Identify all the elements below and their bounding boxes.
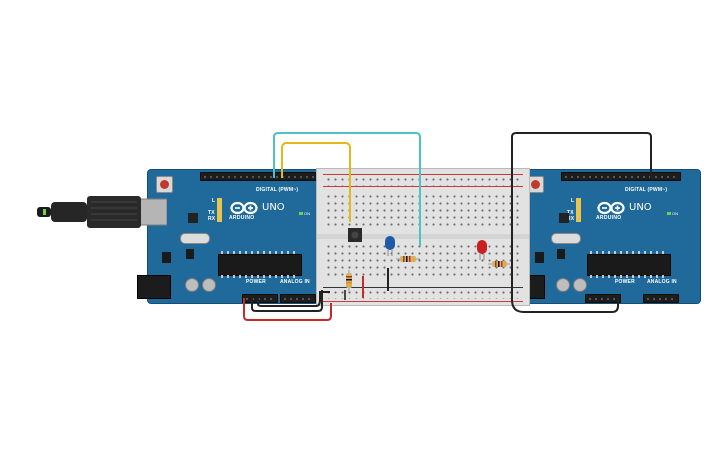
uno-logo-text: UNO bbox=[629, 202, 652, 213]
ic-small bbox=[557, 249, 565, 259]
tx-label: TX bbox=[208, 210, 215, 216]
usb-cable-icon bbox=[37, 196, 168, 228]
microcontroller-chip bbox=[218, 251, 302, 278]
voltage-regulator bbox=[535, 252, 544, 263]
l-led-label: L bbox=[212, 198, 216, 204]
infinity-icon bbox=[597, 201, 625, 215]
infinity-icon bbox=[230, 201, 258, 215]
terminal-strip-bottom[interactable] bbox=[325, 243, 519, 279]
power-rail-top[interactable] bbox=[325, 176, 519, 186]
microcontroller-chip bbox=[587, 251, 671, 278]
arduino-brand-text: ARDUINO bbox=[596, 215, 622, 221]
digital-header bbox=[200, 172, 320, 181]
power-rail-bottom[interactable] bbox=[325, 289, 519, 299]
rx-label: RX bbox=[208, 216, 216, 222]
arduino-board-left[interactable]: DIGITAL (PWM~) L TX RX UNO ARDUINO ON PO… bbox=[147, 169, 330, 304]
analog-header-label: ANALOG IN bbox=[280, 279, 310, 285]
capacitor bbox=[556, 278, 570, 292]
power-header bbox=[585, 294, 621, 303]
arduino-logo bbox=[230, 201, 258, 215]
digital-header-label: DIGITAL (PWM~) bbox=[256, 187, 299, 193]
capacitor bbox=[573, 278, 587, 292]
ic-small bbox=[186, 249, 194, 259]
power-jack[interactable] bbox=[137, 275, 171, 299]
power-header-label: POWER bbox=[615, 279, 635, 285]
analog-header bbox=[643, 294, 679, 303]
arduino-logo bbox=[597, 201, 625, 215]
usb-chip bbox=[188, 213, 198, 223]
status-leds bbox=[576, 198, 581, 222]
on-led: ON bbox=[299, 211, 310, 216]
capacitor bbox=[185, 278, 199, 292]
breadboard[interactable] bbox=[316, 168, 530, 306]
digital-header bbox=[561, 172, 681, 181]
arduino-brand-text: ARDUINO bbox=[229, 215, 255, 221]
reset-button[interactable] bbox=[156, 176, 173, 193]
capacitor bbox=[202, 278, 216, 292]
usb-cable[interactable] bbox=[37, 194, 168, 230]
voltage-regulator bbox=[162, 252, 171, 263]
terminal-strip-top[interactable] bbox=[325, 193, 519, 229]
l-led-label: L bbox=[571, 198, 575, 204]
status-leds bbox=[217, 198, 222, 222]
uno-logo-text: UNO bbox=[262, 202, 285, 213]
on-led: ON bbox=[667, 211, 678, 216]
usb-chip bbox=[559, 213, 569, 223]
crystal-oscillator bbox=[551, 233, 581, 244]
power-header-label: POWER bbox=[246, 279, 266, 285]
center-channel bbox=[317, 234, 529, 239]
power-header bbox=[242, 294, 278, 303]
analog-header-label: ANALOG IN bbox=[647, 279, 677, 285]
crystal-oscillator bbox=[180, 233, 210, 244]
digital-header-label: DIGITAL (PWM~) bbox=[625, 187, 668, 193]
arduino-board-right[interactable]: DIGITAL (PWM~) L TX RX UNO ARDUINO ON PO… bbox=[518, 169, 701, 304]
analog-header bbox=[280, 294, 316, 303]
